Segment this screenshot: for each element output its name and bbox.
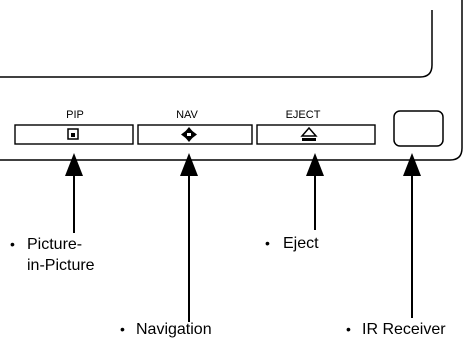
ir-callout-text: IR Receiver [362, 321, 446, 338]
callout-arrows [65, 153, 421, 322]
eject-button[interactable] [256, 124, 376, 145]
pip-arrow [65, 153, 83, 233]
ir-arrow [403, 153, 421, 318]
pip-callout-line2: in-Picture [27, 257, 95, 274]
pip-callout: • Picture- in-Picture [10, 236, 95, 274]
eject-callout-bullet: • [265, 235, 270, 251]
ir-receiver-window [393, 110, 444, 147]
eject-callout: • Eject [265, 235, 319, 252]
pip-icon [67, 128, 79, 140]
nav-arrow [180, 153, 198, 322]
pip-button[interactable] [14, 124, 134, 145]
nav-button-label: NAV [176, 109, 198, 121]
nav-callout: • Navigation [120, 321, 212, 338]
eject-icon [300, 126, 318, 141]
nav-callout-text: Navigation [136, 321, 212, 338]
nav-button[interactable] [137, 124, 253, 145]
eject-button-label: EJECT [286, 109, 321, 121]
ir-callout: • IR Receiver [346, 321, 446, 338]
nav-cross-icon [181, 127, 197, 142]
ir-callout-bullet: • [346, 321, 351, 337]
device-bezel [0, 0, 463, 161]
eject-arrow [306, 153, 324, 230]
pip-button-label: PIP [66, 109, 84, 121]
pip-callout-line1: Picture- [27, 236, 82, 253]
eject-callout-text: Eject [283, 235, 319, 252]
pip-callout-bullet: • [10, 236, 15, 252]
nav-callout-bullet: • [120, 321, 125, 337]
